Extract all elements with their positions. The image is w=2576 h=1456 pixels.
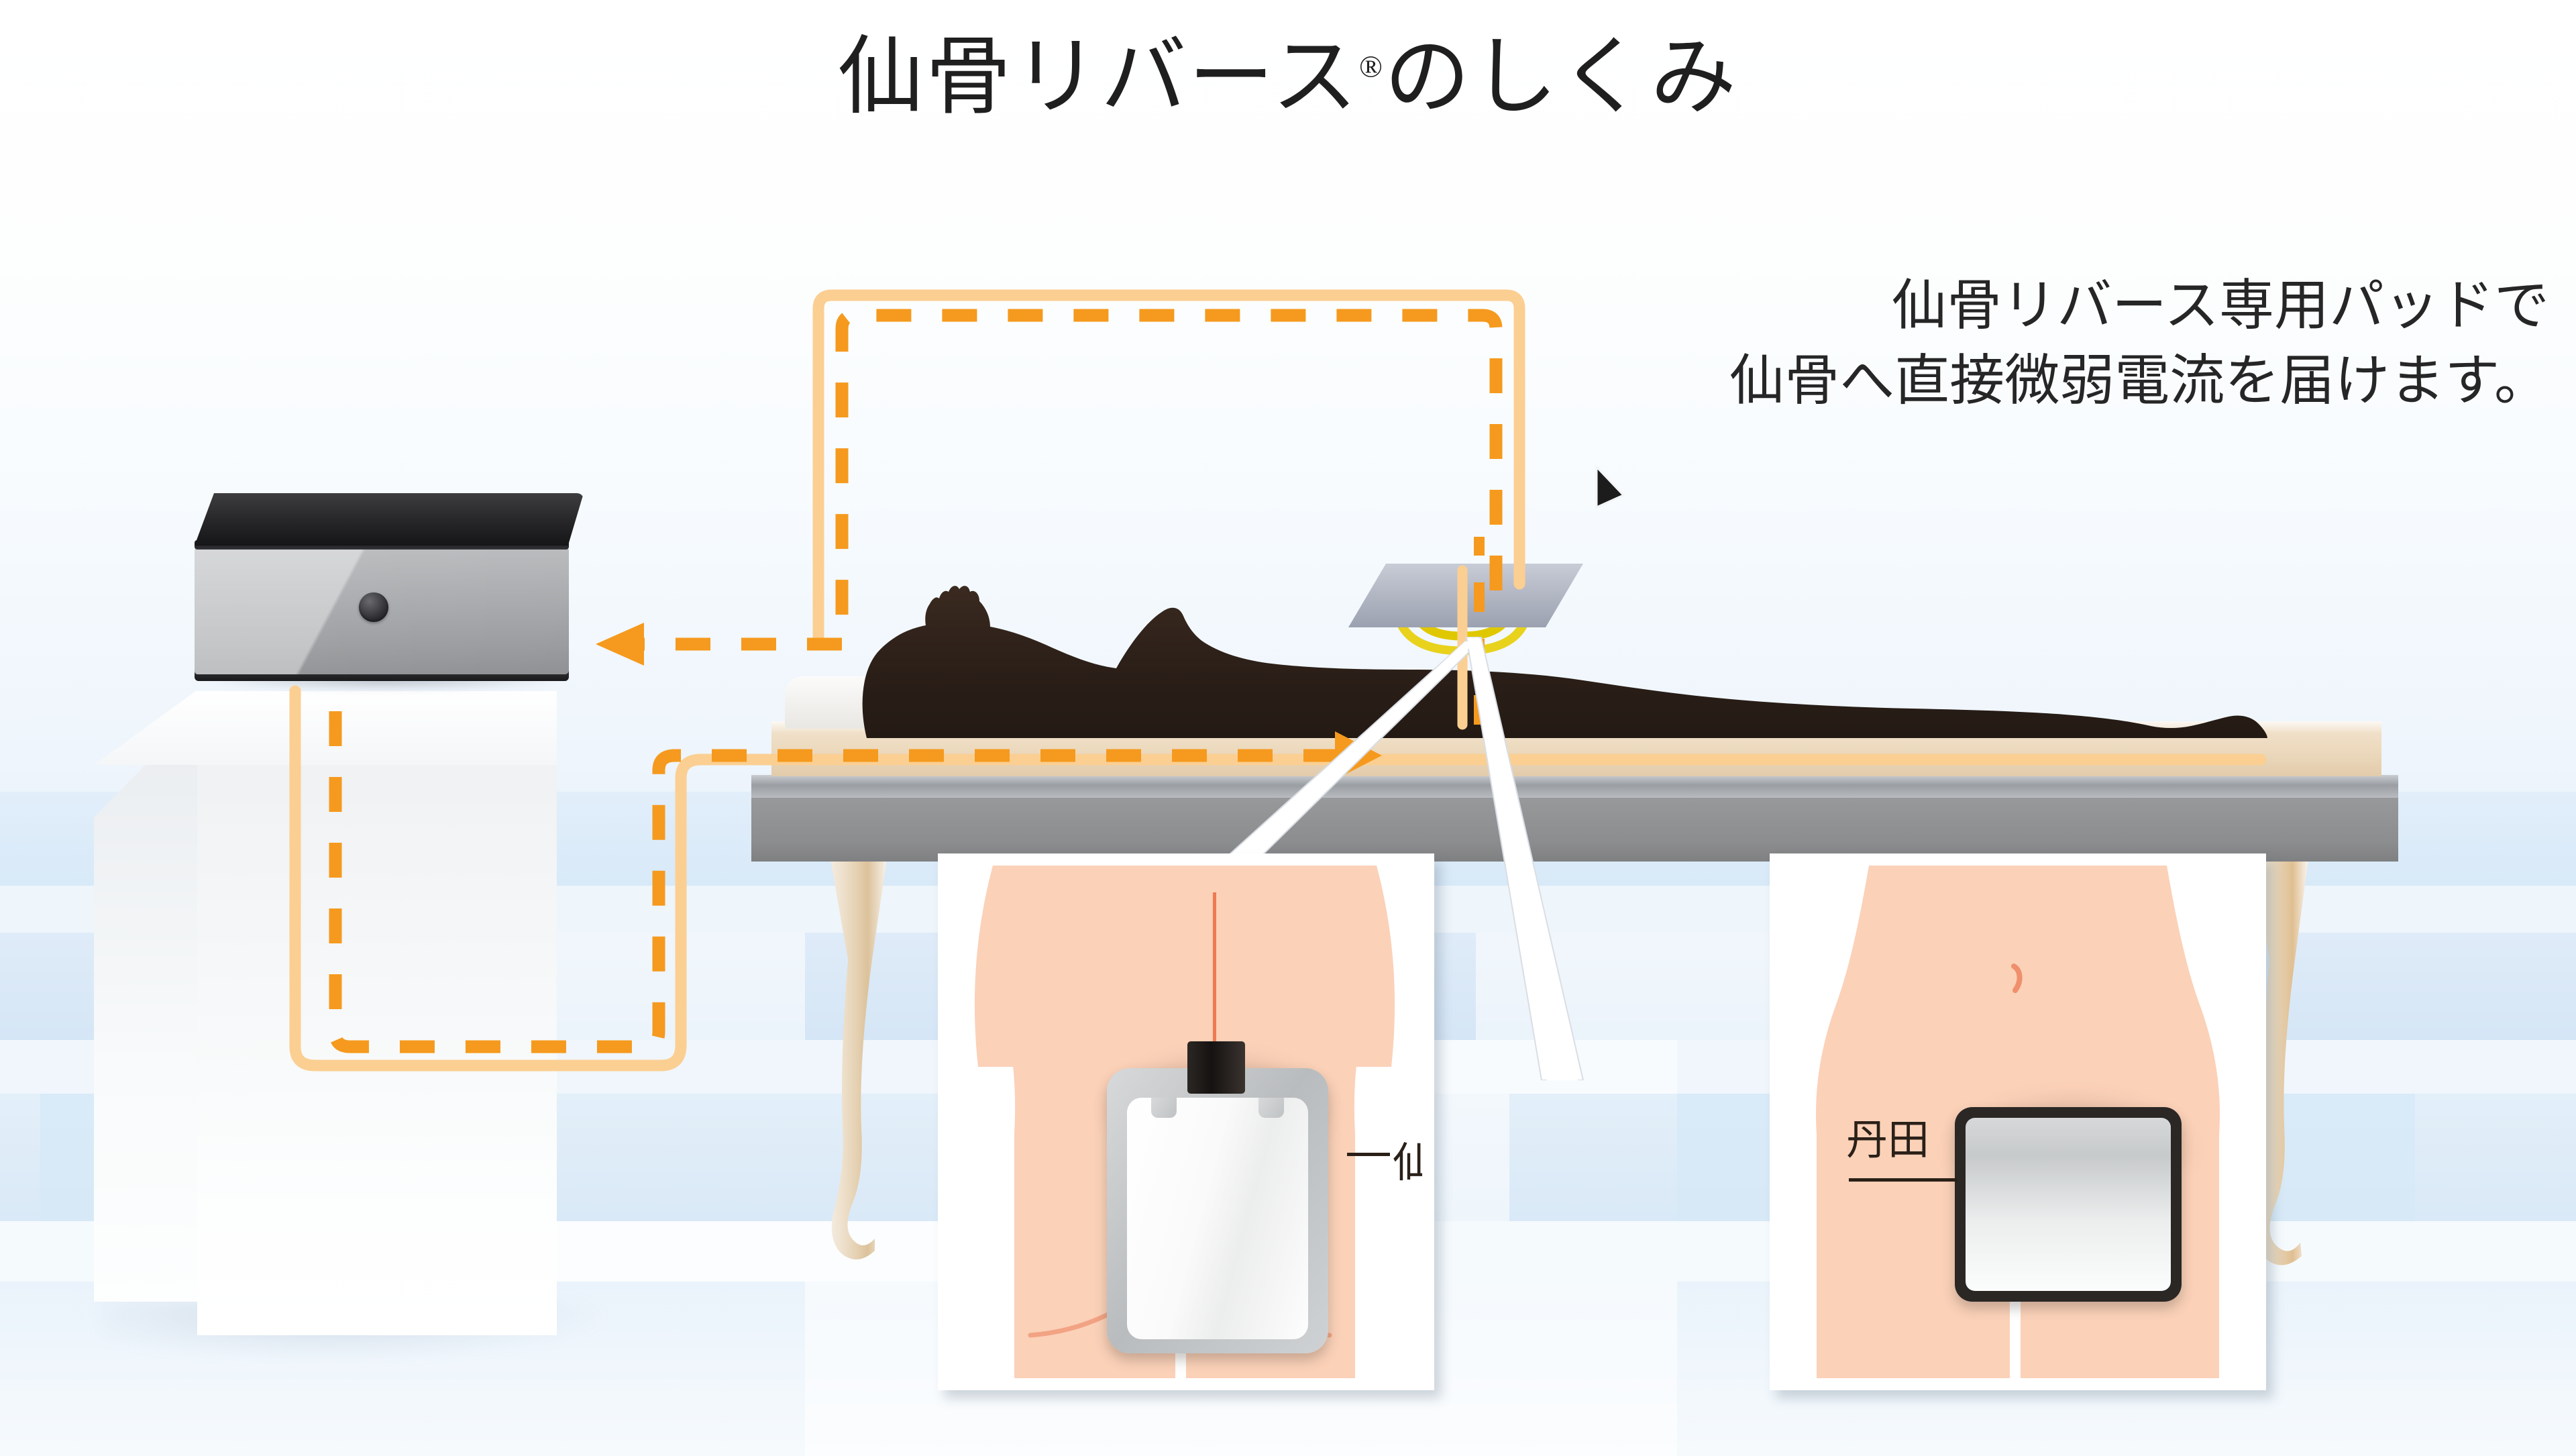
sacrum-pad-plate[interactable] <box>1348 564 1583 627</box>
dantian-pad[interactable] <box>1955 1107 2182 1302</box>
pedestal-front <box>197 711 557 1335</box>
sacrum-label: 仙骨 <box>1393 1140 1422 1186</box>
sacrum-pad-notch-right <box>1258 1098 1284 1118</box>
mouse-pointer-icon <box>1594 464 1637 518</box>
device-top-panel <box>195 493 584 545</box>
pedestal-side <box>94 711 198 1302</box>
dantian-label: 丹田 <box>1846 1117 1930 1163</box>
inset-panel-sacrum: 仙骨 <box>938 853 1434 1390</box>
table-leg-right <box>2244 859 2318 1275</box>
sacrum-pad-inner <box>1127 1098 1308 1339</box>
sacrum-pad-connector <box>1187 1041 1245 1094</box>
inset-panel-dantian: 丹田 <box>1770 853 2266 1390</box>
page-title: 仙骨リバース®のしくみ <box>0 7 2576 131</box>
pedestal-top <box>94 691 557 765</box>
dantian-pad-face <box>1966 1118 2171 1291</box>
therapy-device[interactable] <box>195 493 584 694</box>
sacrum-pad-notch-left <box>1151 1098 1177 1118</box>
pad-wire <box>1213 892 1216 1044</box>
dantian-leader-line <box>1849 1178 1957 1182</box>
inset-dantian-illustration: 丹田 <box>1782 866 2254 1378</box>
page-title-main: 仙骨リバース <box>838 30 1360 125</box>
power-button-icon[interactable] <box>359 592 388 622</box>
registered-mark-icon: ® <box>1359 49 1385 84</box>
caption-text: 仙骨リバース専用パッドで 仙骨へ直接微弱電流を届けます。 <box>1729 275 2549 411</box>
page-title-tail: のしくみ <box>1384 30 1738 125</box>
sacrum-leader-line <box>1347 1153 1390 1156</box>
inset-sacrum-illustration: 仙骨 <box>950 866 1422 1378</box>
